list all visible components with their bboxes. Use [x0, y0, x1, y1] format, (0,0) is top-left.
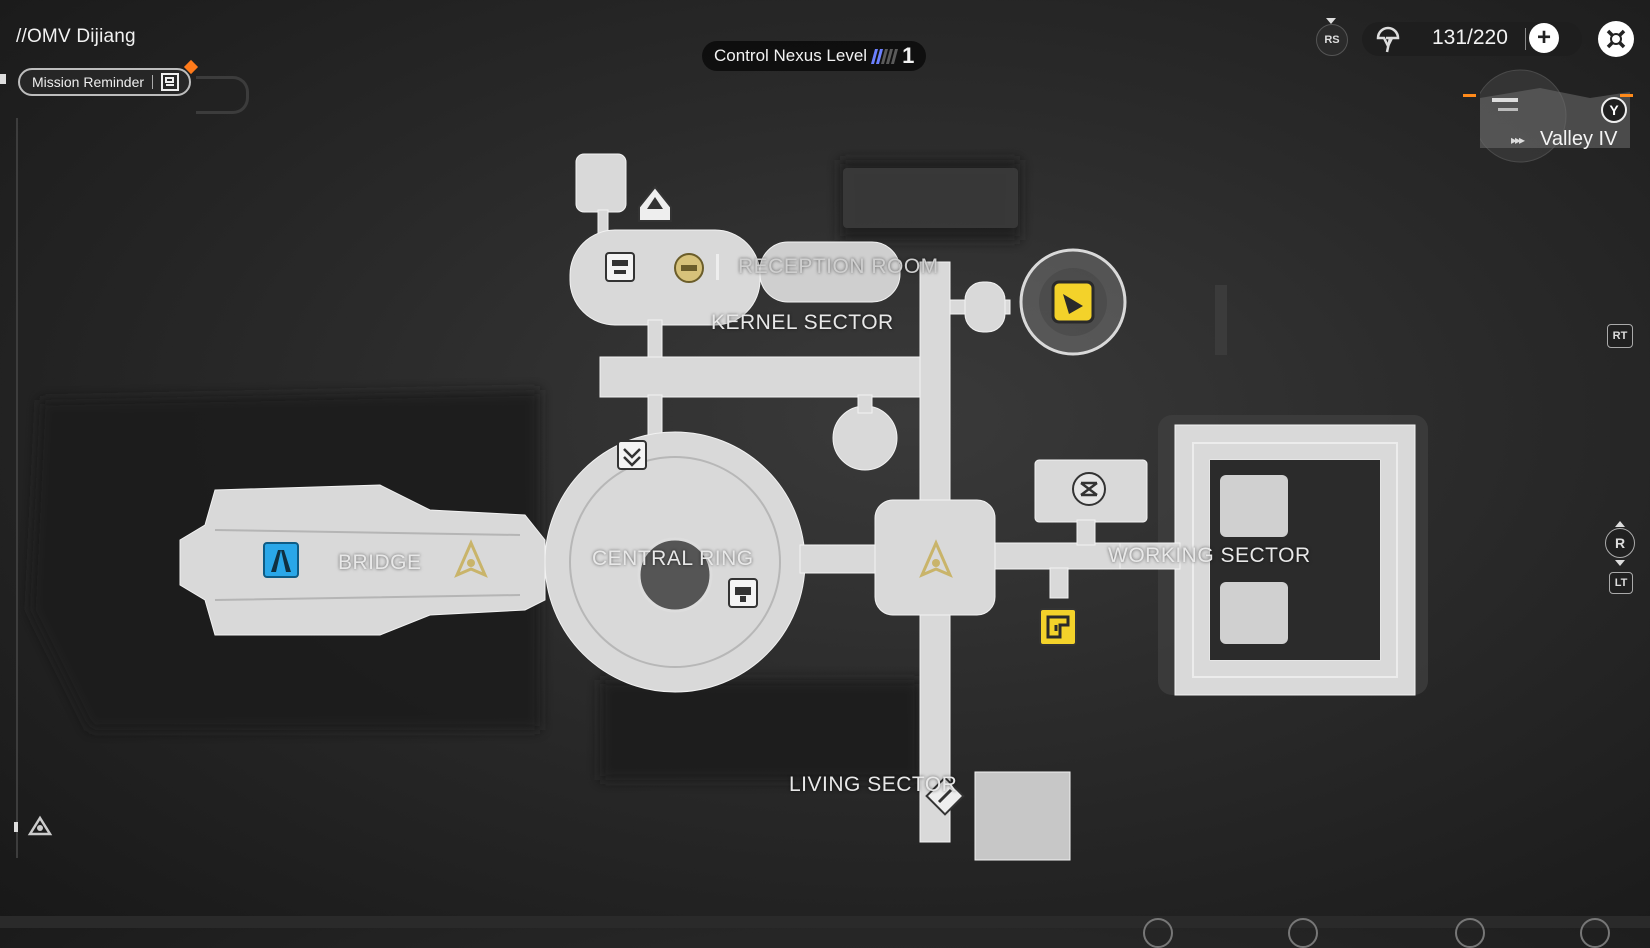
- lt-key-button[interactable]: LT: [1609, 572, 1633, 594]
- map-room-bridge: [179, 484, 546, 636]
- sanity-value: 131/220: [1432, 26, 1508, 49]
- control-nexus-level-value: 1: [902, 43, 915, 68]
- bottom-tool-3[interactable]: [1455, 918, 1485, 948]
- map-room-hub: [874, 499, 996, 616]
- puzzle-icon[interactable]: [1039, 608, 1077, 646]
- map-corridor-kernel: [599, 356, 926, 398]
- nexus-progress-bars: [871, 48, 899, 64]
- mission-reminder-label: Mission Reminder: [32, 74, 145, 90]
- zoom-up-icon: [1615, 521, 1625, 527]
- close-map-button[interactable]: [1598, 21, 1634, 57]
- left-rail: [16, 118, 18, 858]
- living-sector-marker-icon[interactable]: [925, 776, 965, 816]
- zoom-slider-track[interactable]: [1610, 365, 1624, 535]
- minimap-marker-right: [1620, 94, 1633, 97]
- map-room-living-sector: [974, 771, 1071, 861]
- sanity-divider: [1525, 28, 1526, 50]
- location-title: //OMV Dijiang: [16, 26, 136, 47]
- station-map[interactable]: [0, 0, 1650, 928]
- bottom-toolbar: [0, 916, 1650, 928]
- control-nexus-label: Control Nexus Level: [714, 46, 868, 65]
- bottom-tool-2[interactable]: [1288, 918, 1318, 948]
- ring-terminal-icon[interactable]: [728, 578, 758, 608]
- region-arrows-icon: ▸▸▸: [1511, 133, 1525, 147]
- bottom-tool-1[interactable]: [1143, 918, 1173, 948]
- mission-reminder-button[interactable]: Mission Reminder: [18, 68, 192, 96]
- objective-marker-icon[interactable]: [1019, 248, 1127, 356]
- region-name[interactable]: Valley IV: [1540, 128, 1618, 150]
- rs-key-button[interactable]: RS: [1316, 24, 1348, 56]
- label-kernel-sector: KERNEL SECTOR: [711, 311, 894, 334]
- r-key-button[interactable]: R: [1605, 528, 1635, 558]
- label-central-ring: CENTRAL RING: [592, 547, 754, 570]
- teleport-point-icon[interactable]: [638, 185, 672, 222]
- map-room-top-module: [575, 153, 627, 213]
- bridge-waypoint-icon[interactable]: [454, 539, 488, 578]
- terminal-icon[interactable]: [605, 252, 635, 282]
- map-legend-icon[interactable]: [26, 812, 54, 840]
- control-nexus-level: Control Nexus Level 1: [702, 41, 927, 71]
- y-key-button[interactable]: Y: [1601, 97, 1627, 123]
- left-rail-marker: [0, 74, 6, 84]
- zoom-down-icon: [1615, 560, 1625, 566]
- crafting-icon[interactable]: [1072, 472, 1106, 506]
- mission-divider: [152, 75, 154, 89]
- label-reception-room: RECEPTION ROOM: [738, 255, 939, 278]
- close-icon: [1599, 22, 1633, 56]
- depot-icon[interactable]: [617, 440, 647, 470]
- sanity-icon: [1376, 26, 1400, 53]
- bottom-tool-4[interactable]: [1580, 918, 1610, 948]
- reception-waypoint-icon[interactable]: [674, 253, 704, 283]
- left-rail-marker-bottom: [14, 822, 18, 832]
- label-bridge: BRIDGE: [338, 551, 422, 574]
- minimap-marker-left: [1463, 94, 1476, 97]
- bridge-control-icon[interactable]: [263, 542, 299, 578]
- rt-key-button[interactable]: RT: [1607, 324, 1633, 348]
- hub-waypoint-icon[interactable]: [919, 539, 953, 578]
- region-minimap[interactable]: [1480, 68, 1630, 164]
- label-living-sector: LIVING SECTOR: [789, 773, 958, 796]
- mission-tracker-icon: [161, 73, 180, 91]
- add-sanity-button[interactable]: +: [1529, 23, 1559, 53]
- mission-panel-tail: [196, 76, 249, 114]
- rs-caret-icon: [1326, 18, 1336, 24]
- label-working-sector: WORKING SECTOR: [1108, 544, 1311, 567]
